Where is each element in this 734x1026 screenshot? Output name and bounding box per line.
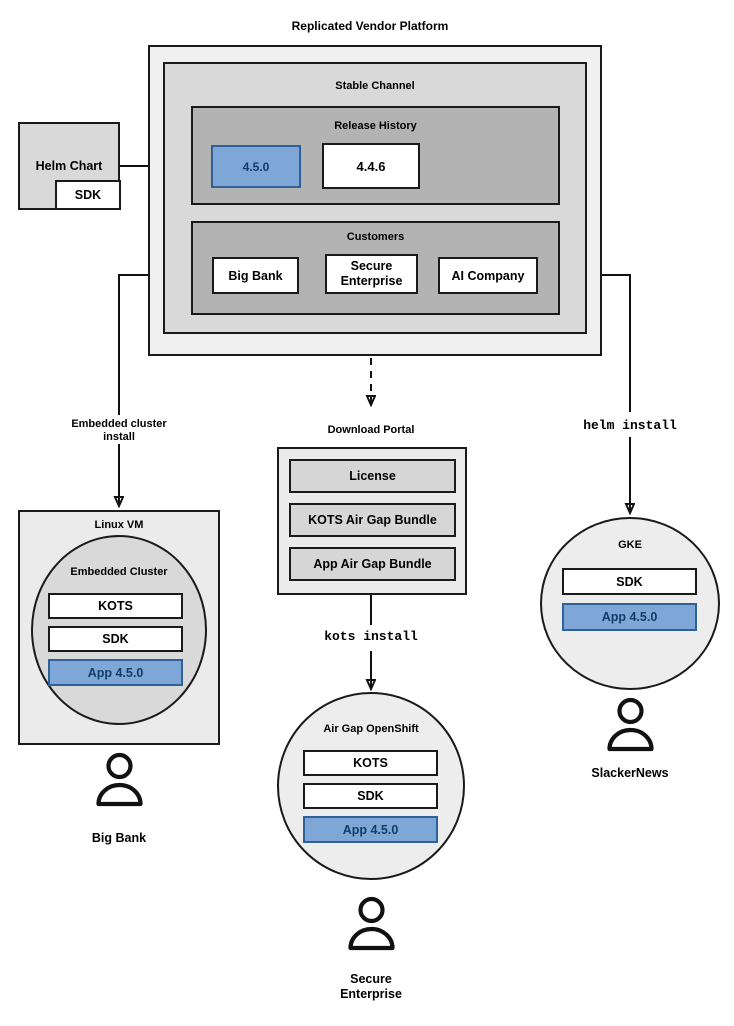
actor-icon-secure-enterprise <box>344 896 399 951</box>
openshift-component-kots[interactable]: KOTS <box>303 750 438 776</box>
gke-component-sdk[interactable]: SDK <box>562 568 697 595</box>
linux-vm-component-app[interactable]: App 4.5.0 <box>48 659 183 686</box>
release-4-5-0[interactable]: 4.5.0 <box>211 145 301 188</box>
stable-channel-title: Stable Channel <box>335 80 415 92</box>
release-history-title: Release History <box>334 120 417 132</box>
helm-chart-sdk[interactable]: SDK <box>55 180 121 210</box>
download-portal-artifact-license[interactable]: License <box>289 459 456 493</box>
linux-vm-component-kots[interactable]: KOTS <box>48 593 183 619</box>
connector-label-helm-install: helm install <box>583 418 677 433</box>
connector-label-embedded-cluster-install: Embedded cluster install <box>71 418 167 444</box>
customers-title: Customers <box>346 231 405 243</box>
helm-chart-label: Helm Chart <box>35 159 103 173</box>
actor-label-slackernews: SlackerNews <box>591 766 669 780</box>
page-title: Replicated Vendor Platform <box>291 19 449 33</box>
openshift-component-app[interactable]: App 4.5.0 <box>303 816 438 843</box>
actor-icon-slackernews <box>603 697 658 752</box>
release-4-4-6[interactable]: 4.4.6 <box>322 143 420 189</box>
linux-vm-component-sdk[interactable]: SDK <box>48 626 183 652</box>
embedded-cluster-title: Embedded Cluster <box>70 566 168 578</box>
customer-big-bank[interactable]: Big Bank <box>212 257 299 294</box>
customer-secure-enterprise[interactable]: Secure Enterprise <box>325 254 418 294</box>
linux-vm-title: Linux VM <box>94 519 144 531</box>
gke-title: GKE <box>618 539 642 551</box>
download-portal-artifact-app-bundle[interactable]: App Air Gap Bundle <box>289 547 456 581</box>
actor-label-secure-enterprise: Secure Enterprise <box>340 972 402 1002</box>
customer-ai-company[interactable]: AI Company <box>438 257 538 294</box>
download-portal-artifact-kots-bundle[interactable]: KOTS Air Gap Bundle <box>289 503 456 537</box>
gke-component-app[interactable]: App 4.5.0 <box>562 603 697 631</box>
actor-icon-big-bank <box>92 752 147 807</box>
download-portal-title: Download Portal <box>327 424 415 436</box>
actor-label-big-bank: Big Bank <box>91 831 147 845</box>
connector-label-kots-install: kots install <box>324 629 418 644</box>
air-gap-openshift-title: Air Gap OpenShift <box>323 723 419 735</box>
openshift-component-sdk[interactable]: SDK <box>303 783 438 809</box>
